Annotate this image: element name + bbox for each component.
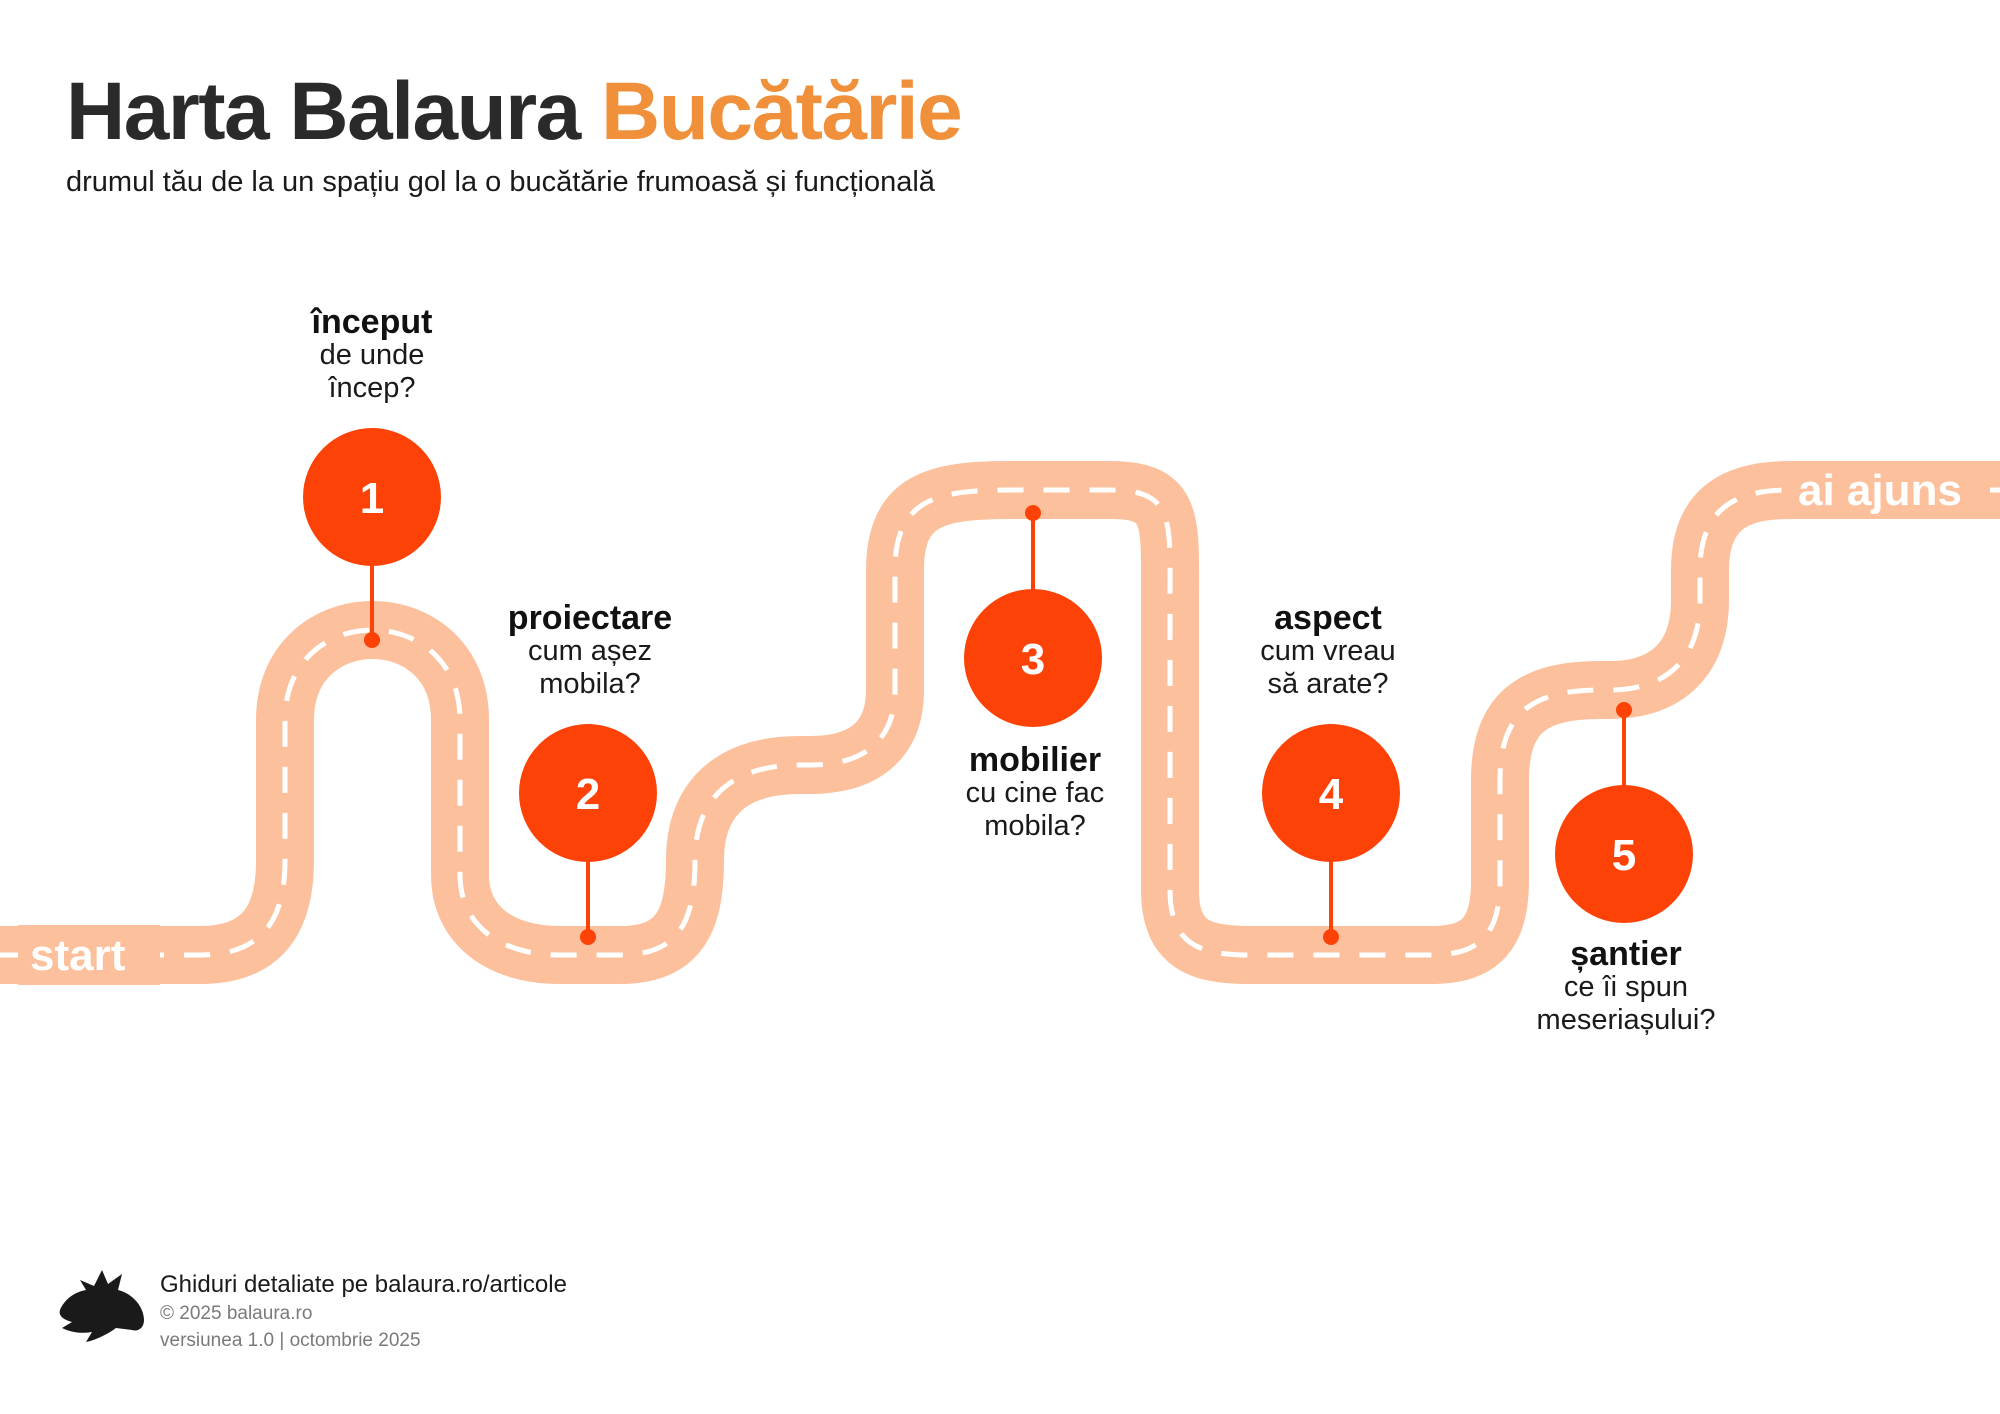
step-label-4: aspect cum vreau să arate? — [1188, 599, 1468, 701]
step-question-4b: să arate? — [1267, 668, 1389, 700]
step-title-2: proiectare — [507, 599, 673, 637]
step-number-2: 2 — [576, 770, 600, 819]
step-number-5: 5 — [1612, 831, 1636, 880]
footer-version: versiunea 1.0 | octombrie 2025 — [160, 1330, 421, 1351]
step-question-2b: mobila? — [539, 668, 641, 700]
title-main: Harta Balaura — [66, 66, 581, 157]
step-title-4: aspect — [1274, 599, 1382, 637]
step-question-1a: de unde — [319, 339, 425, 371]
footer-guides-link[interactable]: Ghiduri detaliate pe balaura.ro/articole — [160, 1271, 567, 1298]
step-question-5b: meseriașului? — [1536, 1004, 1716, 1036]
end-label-backdrop — [1790, 461, 1990, 519]
start-label-backdrop — [18, 925, 160, 985]
step-title-5: șantier — [1570, 935, 1682, 973]
end-label: ai ajuns — [1798, 466, 1962, 515]
page-title: Harta Balaura Bucătărie — [66, 62, 963, 162]
step-marker-3: 3 — [964, 505, 1102, 727]
step-question-1b: încep? — [328, 372, 416, 404]
step-label-1: început de unde încep? — [232, 303, 512, 405]
step-marker-5: 5 — [1555, 702, 1693, 923]
step-question-2a: cum așez — [527, 635, 653, 667]
start-label: start — [30, 931, 126, 980]
step-title-3: mobilier — [968, 741, 1102, 779]
step-question-4a: cum vreau — [1260, 635, 1396, 667]
step-question-3a: cu cine fac — [965, 777, 1105, 809]
step-marker-1: 1 — [303, 428, 441, 648]
step-number-3: 3 — [1021, 635, 1045, 684]
step-label-2: proiectare cum așez mobila? — [450, 599, 730, 701]
step-label-3: mobilier cu cine fac mobila? — [895, 741, 1175, 843]
balaura-logo-icon — [59, 1270, 145, 1342]
road-centerline — [0, 487, 2000, 958]
footer-copyright: © 2025 balaura.ro — [160, 1303, 313, 1324]
step-marker-2: 2 — [519, 724, 657, 945]
footer: Ghiduri detaliate pe balaura.ro/articole… — [160, 1270, 567, 1354]
page-subtitle: drumul tău de la un spațiu gol la o bucă… — [66, 166, 935, 198]
step-question-3b: mobila? — [984, 810, 1086, 842]
step-title-1: început — [311, 303, 433, 341]
road-path — [0, 461, 2000, 984]
title-accent: Bucătărie — [601, 66, 963, 157]
step-number-4: 4 — [1319, 770, 1344, 819]
step-number-1: 1 — [360, 474, 384, 523]
step-marker-4: 4 — [1262, 724, 1400, 945]
step-label-5: șantier ce îi spun meseriașului? — [1486, 935, 1766, 1037]
step-question-5a: ce îi spun — [1563, 971, 1689, 1003]
